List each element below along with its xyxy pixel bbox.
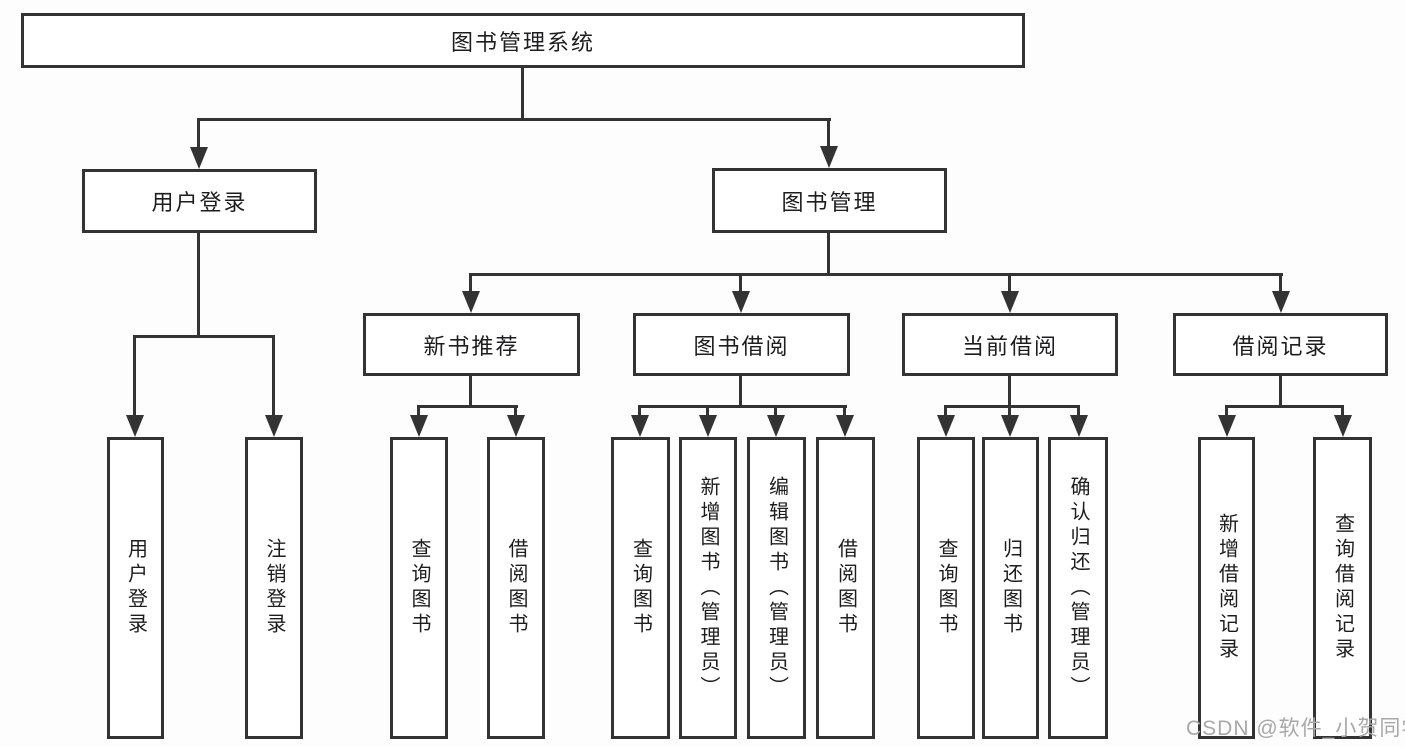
edge-b1-bar bbox=[417, 405, 518, 408]
edge-root-stem bbox=[521, 68, 524, 121]
arrow-b3-return bbox=[1001, 415, 1019, 437]
node-leaf-b2-borrow-books-label: 借阅图书 bbox=[834, 538, 857, 638]
edge-b4-drop2 bbox=[1341, 405, 1344, 417]
edge-drop-new-book bbox=[469, 273, 472, 293]
arrow-b4-query bbox=[1334, 415, 1352, 437]
node-new-book-rec: 新书推荐 bbox=[363, 313, 580, 376]
node-current-borrow: 当前借阅 bbox=[902, 313, 1118, 376]
edge-b3-drop1 bbox=[944, 405, 947, 417]
node-leaf-b3-return-books-label: 归还图书 bbox=[999, 538, 1022, 638]
edge-b2-drop1 bbox=[638, 405, 641, 417]
node-leaf-b1-query-books: 查询图书 bbox=[390, 437, 448, 739]
edge-book-mgmt-stem bbox=[827, 233, 830, 276]
edge-drop-leaf-login bbox=[133, 335, 136, 417]
node-leaf-b2-add-books: 新增图书（管理员） bbox=[679, 437, 737, 739]
edge-root-bar bbox=[197, 118, 831, 121]
edge-b2-bar bbox=[638, 405, 847, 408]
edge-user-login-bar bbox=[133, 335, 275, 338]
edge-drop-book-mgmt bbox=[827, 118, 830, 148]
arrow-book-mgmt bbox=[820, 146, 838, 168]
edge-b2-drop2 bbox=[706, 405, 709, 417]
node-leaf-b4-query-record: 查询借阅记录 bbox=[1313, 437, 1372, 739]
node-leaf-b2-borrow-books: 借阅图书 bbox=[816, 437, 875, 739]
node-current-borrow-label: 当前借阅 bbox=[961, 333, 1058, 359]
edge-b2-stem bbox=[739, 376, 742, 408]
node-book-mgmt: 图书管理 bbox=[712, 168, 947, 233]
edge-b3-stem bbox=[1008, 376, 1011, 408]
node-new-book-rec-label: 新书推荐 bbox=[423, 333, 520, 359]
node-user-login-label: 用户登录 bbox=[151, 190, 248, 215]
node-leaf-b2-edit-books: 编辑图书（管理员） bbox=[747, 437, 806, 739]
arrow-b1-query bbox=[410, 415, 428, 437]
arrow-b2-edit bbox=[767, 415, 785, 437]
edge-b4-bar bbox=[1225, 405, 1344, 408]
node-leaf-b3-query-books: 查询图书 bbox=[917, 437, 975, 739]
edge-b4-drop1 bbox=[1225, 405, 1228, 417]
edge-book-mgmt-bar bbox=[469, 273, 1283, 276]
node-user-login: 用户登录 bbox=[82, 169, 317, 233]
node-book-borrow-label: 图书借阅 bbox=[693, 333, 790, 359]
node-leaf-user-login-label: 用户登录 bbox=[124, 538, 147, 638]
edge-drop-leaf-logout bbox=[272, 335, 275, 417]
csdn-watermark: CSDN @软件_小贺同学 bbox=[1186, 717, 1405, 740]
node-leaf-b3-return-books: 归还图书 bbox=[982, 437, 1039, 739]
arrow-leaf-logout bbox=[265, 415, 283, 437]
edge-drop-book-borrow bbox=[739, 273, 742, 293]
edge-b3-drop2 bbox=[1008, 405, 1011, 417]
arrow-user-login bbox=[190, 147, 208, 169]
node-leaf-b2-edit-books-label: 编辑图书（管理员） bbox=[765, 475, 788, 701]
node-leaf-b2-add-books-label: 新增图书（管理员） bbox=[697, 475, 719, 701]
node-book-borrow: 图书借阅 bbox=[633, 313, 850, 376]
node-leaf-b4-query-record-label: 查询借阅记录 bbox=[1331, 513, 1354, 663]
arrow-b3-query bbox=[937, 415, 955, 437]
node-leaf-b4-add-record: 新增借阅记录 bbox=[1198, 437, 1255, 739]
node-leaf-b3-query-books-label: 查询图书 bbox=[935, 538, 957, 638]
node-leaf-b1-borrow-books-label: 借阅图书 bbox=[505, 538, 527, 638]
node-leaf-user-login: 用户登录 bbox=[107, 437, 164, 739]
node-leaf-b3-confirm-return: 确认归还（管理员） bbox=[1048, 437, 1108, 739]
edge-b1-stem bbox=[469, 376, 472, 408]
arrow-book-borrow bbox=[732, 291, 750, 313]
edge-drop-user-login bbox=[197, 118, 200, 149]
arrow-b1-borrow bbox=[507, 415, 525, 437]
node-root: 图书管理系统 bbox=[21, 13, 1025, 68]
edge-b2-drop3 bbox=[774, 405, 777, 417]
arrow-current-borrow bbox=[1001, 291, 1019, 313]
arrow-borrow-records bbox=[1272, 291, 1290, 313]
node-leaf-b2-query-books: 查询图书 bbox=[611, 437, 670, 739]
edge-drop-borrow-records bbox=[1279, 273, 1282, 293]
arrow-leaf-login bbox=[126, 415, 144, 437]
node-leaf-b3-confirm-return-label: 确认归还（管理员） bbox=[1067, 475, 1089, 701]
node-leaf-logout-label: 注销登录 bbox=[263, 538, 285, 638]
arrow-new-book bbox=[462, 291, 480, 313]
node-root-label: 图书管理系统 bbox=[450, 29, 595, 55]
edge-b2-drop4 bbox=[843, 405, 846, 417]
node-leaf-b1-query-books-label: 查询图书 bbox=[408, 538, 430, 638]
edge-drop-current-borrow bbox=[1008, 273, 1011, 293]
edge-b3-bar bbox=[944, 405, 1080, 408]
arrow-b3-confirm bbox=[1070, 415, 1088, 437]
edge-b1-drop2 bbox=[514, 405, 517, 417]
arrow-b2-add bbox=[699, 415, 717, 437]
node-leaf-b1-borrow-books: 借阅图书 bbox=[487, 437, 545, 739]
edge-b1-drop1 bbox=[417, 405, 420, 417]
arrow-b4-add bbox=[1218, 415, 1236, 437]
edge-user-login-stem bbox=[197, 233, 200, 338]
edge-b4-stem bbox=[1279, 376, 1282, 408]
node-leaf-b2-query-books-label: 查询图书 bbox=[629, 538, 652, 638]
node-leaf-b4-add-record-label: 新增借阅记录 bbox=[1215, 513, 1238, 663]
node-borrow-records: 借阅记录 bbox=[1173, 313, 1388, 376]
arrow-b2-query bbox=[631, 415, 649, 437]
edge-b3-drop3 bbox=[1077, 405, 1080, 417]
arrow-b2-borrow bbox=[836, 415, 854, 437]
node-borrow-records-label: 借阅记录 bbox=[1232, 333, 1329, 359]
node-leaf-logout: 注销登录 bbox=[245, 437, 303, 739]
node-book-mgmt-label: 图书管理 bbox=[781, 189, 878, 215]
